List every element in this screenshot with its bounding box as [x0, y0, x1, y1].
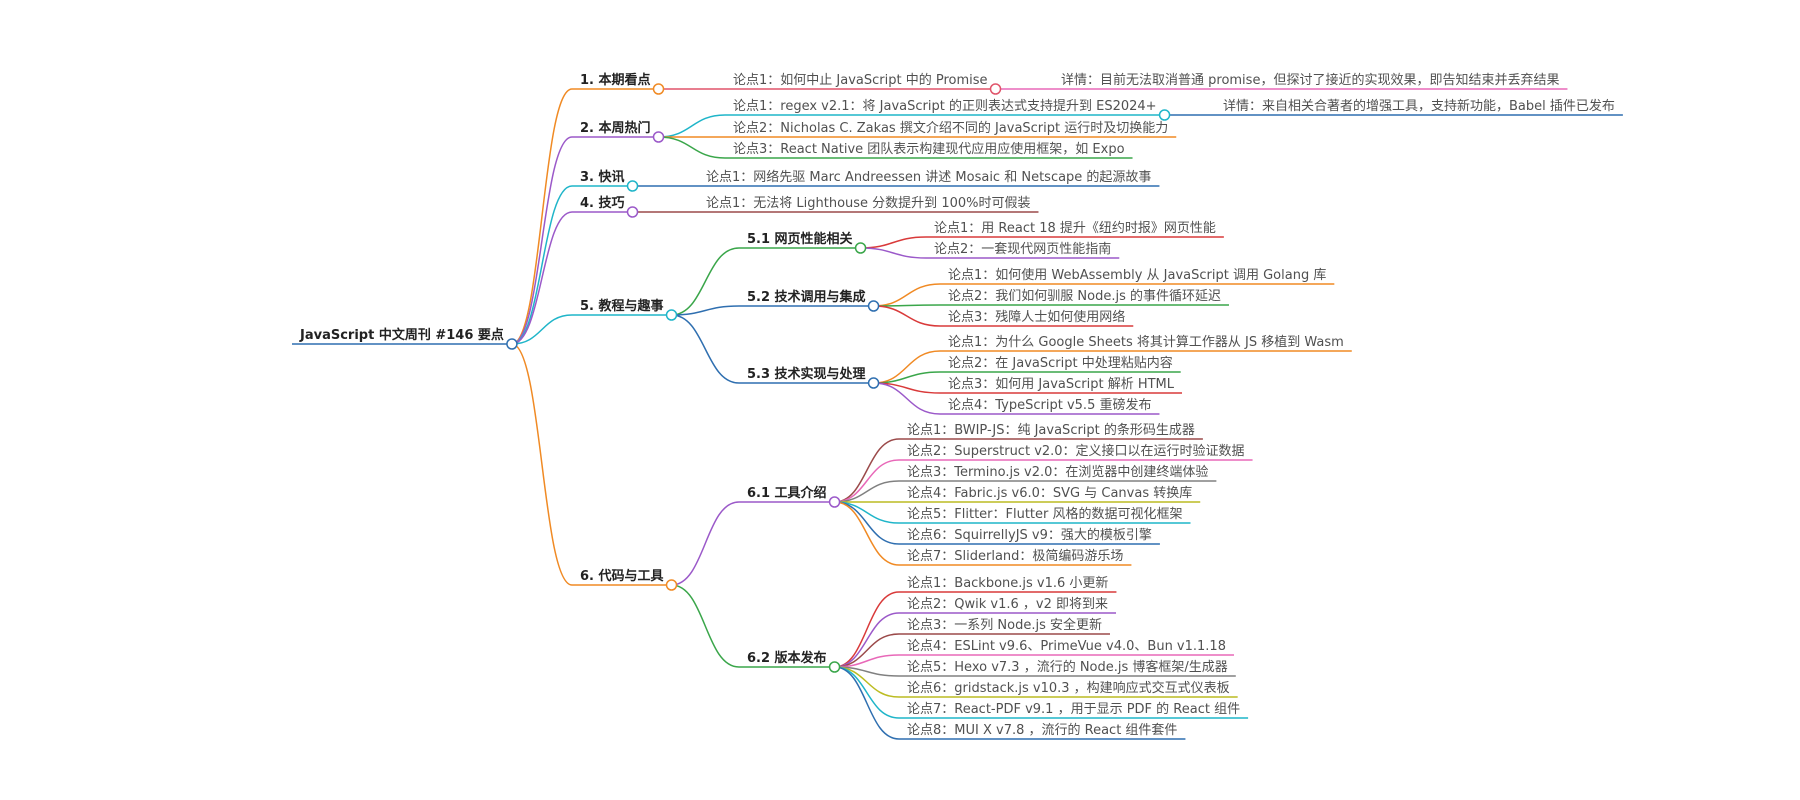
topic-node-b1-1[interactable]: 论点1：如何中止 JavaScript 中的 Promise	[733, 72, 988, 88]
topic-node-b2-1[interactable]: 论点1：regex v2.1：将 JavaScript 的正则表达式支持提升到 …	[733, 98, 1157, 114]
edge-b6-1	[671, 501, 740, 586]
topic-node-b4-1[interactable]: 论点1：无法将 Lighthouse 分数提升到 100%时可假装	[706, 195, 1030, 211]
topic-node-b6-1-6[interactable]: 论点6：SquirrellyJS v9：强大的模板引擎	[907, 527, 1152, 543]
topic-node-b6-2-3[interactable]: 论点3：一系列 Node.js 安全更新	[907, 617, 1102, 633]
topic-node-b5-2-2[interactable]: 论点2：我们如何驯服 Node.js 的事件循环延迟	[948, 288, 1221, 304]
topic-node-b2[interactable]: 2. 本周热门	[580, 120, 651, 136]
edge-b5-1	[671, 247, 740, 316]
mind-map-nodes: JavaScript 中文周刊 #146 要点 1. 本期看点 论点1：如何中止 J…	[292, 72, 1623, 740]
edge-b2-3	[658, 136, 726, 159]
edge-b5-2-1	[873, 283, 941, 307]
collapse-toggle-b1[interactable]	[652, 83, 665, 95]
topic-node-b5-1[interactable]: 5.1 网页性能相关	[747, 231, 853, 247]
edge-b4	[511, 211, 573, 345]
topic-node-b6-2-7[interactable]: 论点7：React-PDF v9.1 ，用于显示 PDF 的 React 组件	[907, 701, 1240, 717]
edge-b5-3-4	[873, 382, 941, 415]
topic-node-b6-2-1[interactable]: 论点1：Backbone.js v1.6 小更新	[907, 575, 1108, 591]
topic-node-b6-2-8[interactable]: 论点8：MUI X v7.8 ，流行的 React 组件套件	[907, 722, 1177, 738]
topic-node-b5-3[interactable]: 5.3 技术实现与处理	[747, 366, 866, 382]
edge-b6-1-1	[834, 438, 900, 503]
edge-b6-1-3	[834, 480, 900, 503]
collapse-toggle-b6-2[interactable]	[828, 661, 841, 673]
topic-node-b5-3-3[interactable]: 论点3：如何用 JavaScript 解析 HTML	[948, 376, 1175, 392]
topic-node-b5[interactable]: 5. 教程与趣事	[580, 298, 664, 314]
topic-node-b6-1-7[interactable]: 论点7：Sliderland：极简编码游乐场	[907, 548, 1123, 564]
topic-node-b3[interactable]: 3. 快讯	[580, 169, 625, 185]
topic-node-b6-2-5[interactable]: 论点5：Hexo v7.3 ，流行的 Node.js 博客框架/生成器	[907, 659, 1228, 675]
topic-node-b6-2-2[interactable]: 论点2：Qwik v1.6 ，v2 即将到来	[907, 597, 1108, 612]
collapse-toggle-b6[interactable]	[665, 579, 678, 591]
topic-node-b6-2-6[interactable]: 论点6：gridstack.js v10.3 ，构建响应式交互式仪表板	[907, 680, 1230, 696]
edge-b6-1-2	[834, 459, 900, 503]
collapse-toggle-b5-2[interactable]	[867, 300, 880, 312]
collapse-toggle-b4[interactable]	[626, 206, 639, 218]
topic-node-b5-2[interactable]: 5.2 技术调用与集成	[747, 289, 866, 305]
topic-node-b2-2[interactable]: 论点2：Nicholas C. Zakas 撰文介绍不同的 JavaScript…	[733, 120, 1168, 136]
edge-b5-3	[671, 314, 740, 384]
topic-node-b6-1-2[interactable]: 论点2：Superstruct v2.0：定义接口以在运行时验证数据	[907, 443, 1245, 459]
topic-node-b6[interactable]: 6. 代码与工具	[580, 568, 664, 584]
edge-b3	[511, 185, 573, 345]
topic-node-b6-1-3[interactable]: 论点3：Termino.js v2.0：在浏览器中创建终端体验	[907, 464, 1208, 480]
edge-b5-2	[671, 305, 740, 316]
edge-b2	[511, 136, 573, 345]
topic-node-b5-1-1[interactable]: 论点1：用 React 18 提升《纽约时报》网页性能	[934, 220, 1216, 236]
collapse-toggle-root[interactable]	[506, 338, 518, 350]
collapse-toggle-b6-1[interactable]	[828, 496, 841, 508]
topic-node-b5-3-4[interactable]: 论点4：TypeScript v5.5 重磅发布	[948, 397, 1151, 413]
edge-b6-1-7	[834, 501, 900, 566]
collapse-toggle-b2[interactable]	[652, 131, 665, 143]
topic-node-b1[interactable]: 1. 本期看点	[580, 72, 651, 88]
topic-node-b3-1[interactable]: 论点1：网络先驱 Marc Andreessen 讲述 Mosaic 和 Net…	[706, 169, 1151, 185]
topic-node-b5-2-1[interactable]: 论点1：如何使用 WebAssembly 从 JavaScript 调用 Gol…	[948, 267, 1326, 283]
edge-b6-2-1	[834, 591, 900, 668]
collapse-toggle-b5[interactable]	[665, 309, 678, 321]
collapse-toggle-b1-1[interactable]	[989, 83, 1002, 95]
collapse-toggle-b3[interactable]	[626, 180, 639, 192]
edge-b5-1-1	[860, 236, 927, 249]
topic-node-b5-1-2[interactable]: 论点2：一套现代网页性能指南	[934, 241, 1111, 257]
edge-b6-2	[671, 584, 740, 668]
edge-b5-2-3	[873, 305, 941, 327]
topic-node-b6-1-5[interactable]: 论点5：Flitter：Flutter 风格的数据可视化框架	[907, 506, 1183, 522]
edge-b6-2-2	[834, 612, 900, 668]
topic-node-b6-1-1[interactable]: 论点1：BWIP-JS：纯 JavaScript 的条形码生成器	[907, 422, 1195, 438]
edge-b6	[511, 343, 573, 586]
topic-node-b4[interactable]: 4. 技巧	[580, 195, 625, 211]
edge-b1	[511, 88, 573, 345]
topic-node-b2-3[interactable]: 论点3：React Native 团队表示构建现代应用应使用框架，如 Expo	[733, 141, 1125, 157]
topic-node-b5-3-2[interactable]: 论点2：在 JavaScript 中处理粘贴内容	[948, 355, 1173, 371]
topic-node-b2-1-1[interactable]: 详情：来自相关合著者的增强工具，支持新功能，Babel 插件已发布	[1223, 98, 1615, 114]
edge-b5	[511, 314, 573, 345]
collapse-toggle-b2-1[interactable]	[1158, 109, 1171, 121]
collapse-toggle-b5-3[interactable]	[867, 377, 880, 389]
topic-node-b6-1[interactable]: 6.1 工具介绍	[747, 485, 827, 501]
edge-b2-1	[658, 114, 726, 138]
root-topic[interactable]: JavaScript 中文周刊 #146 要点	[299, 327, 504, 343]
edge-b6-2-7	[834, 666, 900, 719]
topic-node-b6-2[interactable]: 6.2 版本发布	[747, 650, 827, 666]
collapse-toggle-b5-1[interactable]	[854, 242, 867, 254]
edge-b6-1-5	[834, 501, 900, 524]
topic-node-b6-1-4[interactable]: 论点4：Fabric.js v6.0：SVG 与 Canvas 转换库	[907, 485, 1192, 501]
edge-b6-2-8	[834, 666, 900, 740]
topic-node-b6-2-4[interactable]: 论点4：ESLint v9.6、PrimeVue v4.0、Bun v1.1.1…	[907, 639, 1226, 654]
topic-node-b1-1-1[interactable]: 详情：目前无法取消普通 promise，但探讨了接近的实现效果，即告知结束并丢弃…	[1061, 72, 1559, 88]
topic-node-b5-3-1[interactable]: 论点1：为什么 Google Sheets 将其计算工作器从 JS 移植到 Wa…	[948, 335, 1344, 350]
topic-node-b5-2-3[interactable]: 论点3：残障人士如何使用网络	[948, 309, 1125, 325]
mind-map-edges	[511, 88, 1215, 740]
edge-b5-1-2	[860, 247, 927, 259]
